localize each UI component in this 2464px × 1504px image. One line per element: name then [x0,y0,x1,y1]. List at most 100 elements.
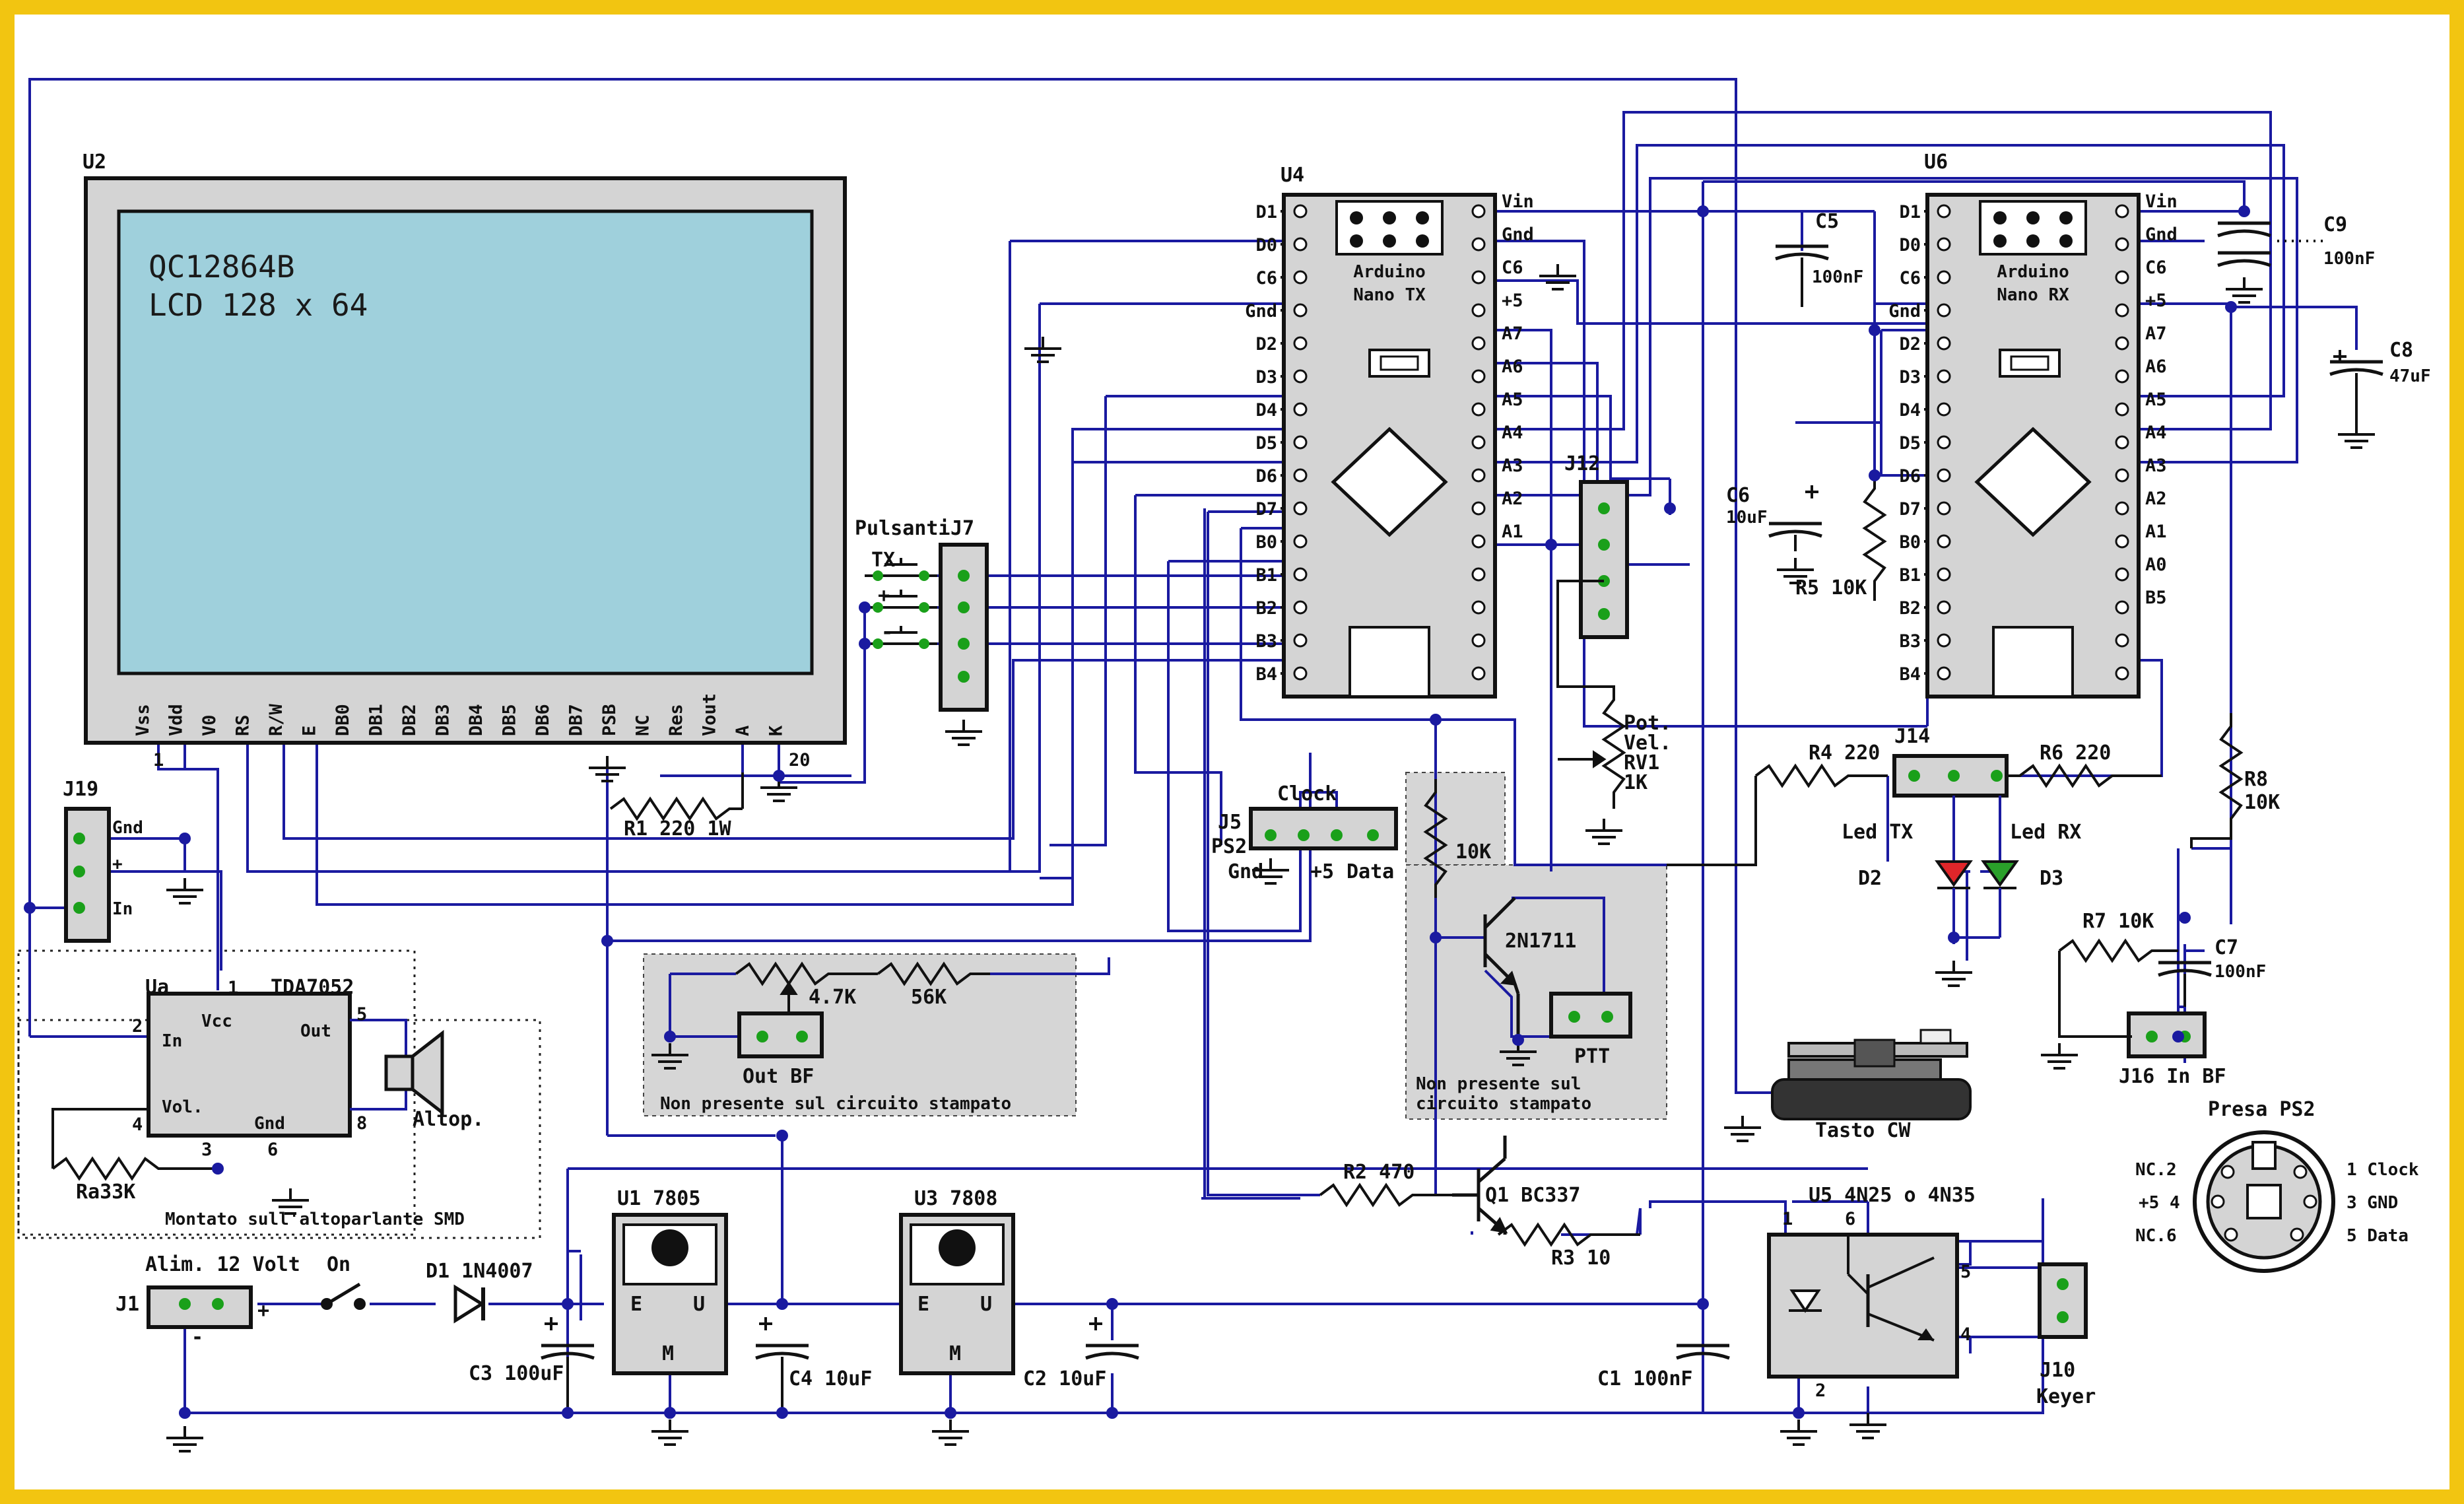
j7-header [939,543,989,712]
u6-pin-hole [2115,534,2129,549]
label-u3-m: M [949,1342,961,1365]
label-tasto: Tasto CW [1815,1119,1911,1142]
label-q2n: 2N1711 [1505,930,1576,953]
u4-right-pin-label: A3 [1502,456,1523,476]
u4-pin-hole [1471,237,1486,252]
label-ua3: 3 [201,1140,212,1160]
u6-pin-hole [2115,303,2129,318]
u4-icsp-pin [1350,234,1363,248]
label-r7: R7 10K [2082,910,2154,933]
component-labels: Pulsanti J7 TX + - J19 Gnd + In R1 220 1… [63,210,2431,1408]
lcd-pin-label: V0 [199,714,220,736]
u4-pin-hole [1471,204,1486,219]
u6-pin-hole [2115,402,2129,417]
u4-pin-hole [1293,402,1308,417]
label-j7: J7 [950,517,974,540]
pushbutton-contacts [873,570,929,649]
label-u5p6: 6 [1845,1209,1855,1229]
u6-left-pin-label: B3 [1899,631,1921,652]
label-u1: U1 7805 [617,1187,700,1210]
u4-right-pin-label: A7 [1502,324,1523,344]
u4-name2: Nano TX [1353,285,1426,305]
label-ledrx: Led RX [2010,821,2081,844]
u4-icsp-pin [1383,211,1396,224]
u4-pin-hole [1293,435,1308,450]
u6-right-pin-label: A5 [2145,390,2167,410]
u4-pin-hole [1293,336,1308,351]
label-d3: D3 [2040,867,2063,890]
u4-left-pin-label: D6 [1255,466,1277,487]
u4-icsp-pin [1416,211,1429,224]
u4-pin-hole [1293,600,1308,615]
label-r10k: 10K [1455,840,1491,864]
label-r5: R5 10K [1795,576,1867,599]
lcd-pin-label: DB6 [533,704,553,736]
label-u5p1: 1 [1782,1209,1793,1229]
label-d2: D2 [1858,867,1882,890]
u4-left-pin-label: D4 [1255,400,1277,421]
u6-name1: Arduino [1997,262,2069,282]
lcd-pin-label: DB5 [500,704,520,736]
lcd-pin-label: DB2 [399,704,420,736]
label-ledtx: Led TX [1842,821,1913,844]
u4-left-pin-label: B4 [1255,664,1277,685]
label-pot47: 4.7K [809,986,856,1009]
arduino-nano-tx-board [1282,193,1497,699]
u4-icsp-pin [1416,234,1429,248]
u6-pin-hole [1937,435,1951,450]
u6-name2: Nano RX [1997,285,2069,305]
label-c9v: 100nF [2323,249,2375,269]
label-keyer: Keyer [2036,1385,2096,1408]
label-c2: C2 10uF [1023,1367,1106,1390]
u4-pin-hole [1293,369,1308,384]
u4-right-pin-label: Gnd [1502,224,1534,245]
u6-pin-hole [2115,204,2129,219]
u4-pin-hole [1293,666,1308,681]
lcd-pin-label: PSB [599,704,620,736]
u4-pin-hole [1471,534,1486,549]
u4-right-pin-label: A6 [1502,357,1523,377]
lcd-pin-label: Res [666,704,686,736]
label-nonpres2b: circuito stampato [1416,1094,1591,1114]
u6-ref: U6 [1924,151,1948,174]
out-bf-header [737,1011,824,1058]
label-j1plus: + [257,1299,269,1322]
label-tx: TX [871,549,895,572]
u6-right-pin-label: B5 [2145,588,2167,608]
r-10k [1423,779,1448,898]
label-c6v: 10uF [1726,508,1768,528]
u4-pin-hole [1471,666,1486,681]
u4-pin-hole [1471,567,1486,582]
r3 [1497,1222,1640,1247]
lcd-module [84,176,847,745]
u6-right-pin-label: Gnd [2145,224,2178,245]
label-u1-u: U [693,1293,705,1316]
label-c5v: 100nF [1812,267,1863,287]
r-56k [877,961,990,986]
label-smd: Montato sull'altoparlante SMD [165,1210,465,1229]
u6-left-pin-label: D7 [1899,499,1921,520]
u6-pin-hole [2115,666,2129,681]
label-r8: R8 [2244,768,2268,791]
capacitors [541,223,2383,1413]
label-c7: C7 [2214,936,2238,959]
u4-left-pin-label: D0 [1255,235,1277,256]
u4-pin-hole [1293,237,1308,252]
label-ua-gnd: Gnd [254,1114,285,1134]
label-u1-m: M [662,1342,674,1365]
u6-pin-hole [2115,600,2129,615]
u6-pin-hole [2115,369,2129,384]
u4-pin-hole [1471,303,1486,318]
label-pot1: Pot. [1624,712,1671,735]
u4-right-pin-label: Vin [1502,191,1534,212]
u4-left-pin-label: D1 [1255,202,1277,222]
u4-left-pin-label: B1 [1255,565,1277,586]
label-ua-vol: Vol. [162,1097,203,1117]
lcd-pin-label: DB1 [366,704,387,736]
u6-right-pin-label: Vin [2145,191,2178,212]
u4-right-pin-label: A5 [1502,390,1523,410]
u4-left-pin-label: D5 [1255,433,1277,454]
label-j1: J1 [116,1293,139,1316]
